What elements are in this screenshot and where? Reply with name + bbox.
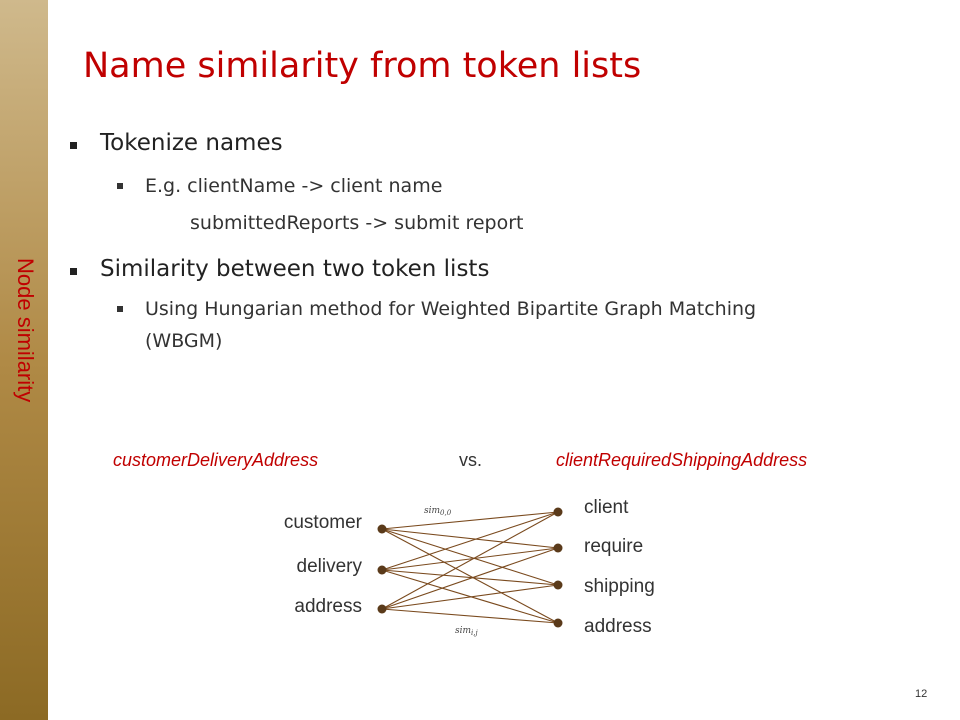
bullet-hungarian-line1: Using Hungarian method for Weighted Bipa… bbox=[145, 298, 757, 320]
edge-2-1 bbox=[381, 547, 559, 610]
edge-0-1 bbox=[381, 528, 559, 549]
sim-label-bottom: simi,j bbox=[455, 626, 478, 637]
vs-label: vs. bbox=[459, 450, 483, 470]
edge-0-2 bbox=[381, 528, 559, 586]
bullet-similarity: Similarity between two token lists bbox=[100, 256, 490, 282]
bullet-example-2: submittedReports -> submit report bbox=[190, 212, 524, 234]
right-node-3 bbox=[553, 618, 563, 628]
section-label: Node similarity bbox=[13, 258, 38, 403]
right-token-address: address bbox=[584, 616, 652, 637]
bullet-marker-1 bbox=[70, 142, 77, 149]
left-token-delivery: delivery bbox=[296, 556, 362, 577]
bullet-marker-1a bbox=[117, 183, 123, 189]
edge-1-0 bbox=[381, 511, 559, 571]
right-name: clientRequiredShippingAddress bbox=[556, 450, 808, 470]
right-node-2 bbox=[553, 580, 563, 590]
edge-2-2 bbox=[381, 584, 559, 610]
bullet-tokenize: Tokenize names bbox=[100, 130, 283, 156]
left-token-address: address bbox=[294, 596, 362, 617]
left-node-2 bbox=[377, 604, 387, 614]
graph-nodes bbox=[377, 507, 563, 628]
left-node-1 bbox=[377, 565, 387, 575]
edge-2-3 bbox=[381, 608, 559, 624]
graph-edges bbox=[381, 511, 559, 624]
bullet-example-1: E.g. clientName -> client name bbox=[145, 175, 443, 197]
slide-title: Name similarity from token lists bbox=[83, 46, 642, 86]
edge-0-0 bbox=[381, 511, 559, 530]
slide-number: 12 bbox=[915, 688, 928, 700]
edge-1-1 bbox=[381, 547, 559, 571]
bullet-marker-2 bbox=[70, 268, 77, 275]
right-token-shipping: shipping bbox=[584, 576, 655, 597]
right-token-client: client bbox=[584, 497, 629, 518]
sim-label-top: sim0,0 bbox=[424, 506, 452, 517]
bullet-hungarian-line2: (WBGM) bbox=[145, 330, 223, 352]
right-token-require: require bbox=[584, 536, 644, 557]
bullet-marker-2a bbox=[117, 306, 123, 312]
right-node-1 bbox=[553, 543, 563, 553]
sidebar-bar: Node similarity bbox=[0, 0, 48, 720]
edge-0-3 bbox=[381, 528, 559, 624]
edge-2-0 bbox=[381, 511, 559, 610]
left-token-customer: customer bbox=[283, 512, 362, 533]
right-node-0 bbox=[553, 507, 563, 517]
edge-1-2 bbox=[381, 569, 559, 586]
left-name: customerDeliveryAddress bbox=[113, 450, 319, 470]
left-node-0 bbox=[377, 524, 387, 534]
